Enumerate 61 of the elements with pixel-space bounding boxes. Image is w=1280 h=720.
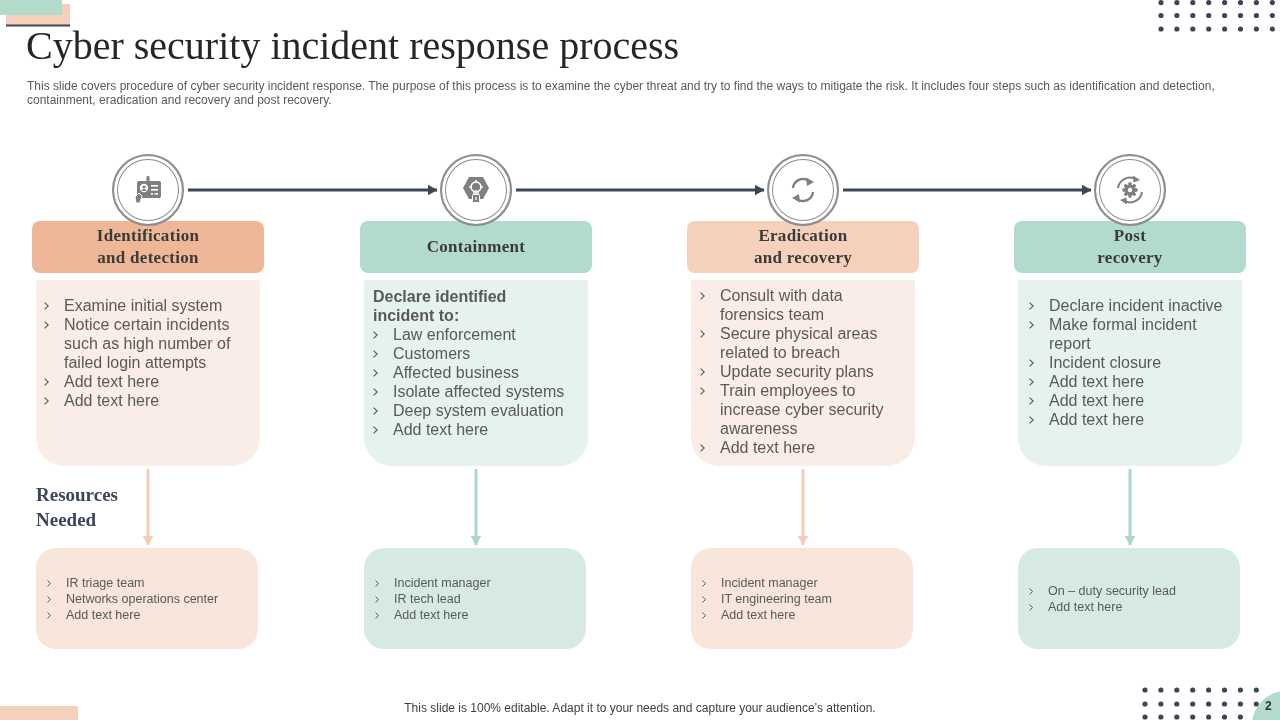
step-details-panel	[36, 280, 260, 466]
list-item-text: IR triage team	[66, 574, 145, 591]
list-item-text: Isolate affected systems	[393, 382, 565, 401]
step-header-panel	[1014, 221, 1246, 273]
list-item-text: Declare incident inactive	[1049, 296, 1223, 315]
list-item-text: Add text here	[64, 391, 160, 410]
step-title: Identification and detection	[95, 225, 201, 269]
list-item-text: Add text here	[1049, 372, 1145, 391]
list-item-text: Affected business	[393, 363, 519, 382]
list-item-text: Incident manager	[721, 574, 818, 591]
list-item-text: Networks operations center	[66, 590, 219, 607]
page-title: Cyber security incident response process	[26, 22, 680, 70]
list-item-text: Add text here	[1048, 598, 1123, 615]
step-title: Eradication and recovery	[752, 225, 854, 269]
page-number: 2	[1265, 699, 1272, 713]
list-item-text: Incident closure	[1049, 353, 1162, 372]
arrow	[516, 184, 765, 196]
resource-panel	[691, 548, 913, 649]
list-item-text: Add text here	[66, 606, 141, 623]
step-details-panel	[364, 280, 588, 466]
resource-panel	[1018, 548, 1240, 649]
arrow	[1124, 469, 1136, 546]
list-item-text: IR tech lead	[394, 590, 461, 607]
list-item-text: Add text here	[64, 372, 160, 391]
list-item-text: Add text here	[394, 606, 469, 623]
list-item-text: Add text here	[1049, 410, 1145, 429]
resource-panel	[364, 548, 586, 649]
list-item-text: Train employees to increase cyber security awareness	[720, 381, 885, 438]
list-item-text: Update security plans	[720, 362, 874, 381]
list-item-text: Examine initial system	[64, 296, 223, 315]
list-item-text: Add text here	[721, 606, 796, 623]
step-details-panel	[1018, 280, 1242, 466]
arrow	[142, 469, 154, 546]
list-item-text: Add text here	[1049, 391, 1145, 410]
list-item-text: Law enforcement	[393, 325, 516, 344]
step-header-panel	[32, 221, 264, 273]
list-item-text: On – duty security lead	[1048, 582, 1176, 599]
arrow	[797, 469, 809, 546]
list-item-text: Customers	[393, 344, 471, 363]
arrow	[470, 469, 482, 546]
list-item-text: Notice certain incidents such as high number of failed login attempts	[64, 315, 232, 372]
list-item-text: Secure physical areas related to breach	[720, 324, 879, 362]
step-title: Post recovery	[1096, 225, 1164, 269]
list-item-text: Add text here	[720, 438, 816, 457]
arrow	[843, 184, 1092, 196]
step-details-panel	[691, 280, 915, 466]
footer-note: This slide is 100% editable. Adapt it to your needs and capture your audience’s attention.	[404, 701, 876, 715]
list-item-text: Consult with data forensics team	[720, 286, 844, 324]
list-heading: Declare identified incident to:	[373, 287, 508, 325]
step-header-panel	[687, 221, 919, 273]
step-title: Containment	[426, 236, 526, 258]
list-item-text: Incident manager	[394, 574, 491, 591]
resource-panel	[36, 548, 258, 649]
description-text: This slide covers procedure of cyber security incident response. The purpose of this process is to examine the cyber threat and try to find the ways to mitigate the risk. It includes four steps such as identification and detection, containment, eradication and recovery and post recovery.	[27, 79, 1216, 107]
section-heading: Resources Needed	[36, 483, 119, 532]
list-item-text: Make formal incident report	[1049, 315, 1198, 353]
arrow	[188, 184, 438, 196]
list-item-text: Add text here	[393, 420, 489, 439]
list-item-text: Deep system evaluation	[393, 401, 564, 420]
step-header-panel	[360, 221, 592, 273]
list-item-text: IT engineering team	[721, 590, 832, 607]
